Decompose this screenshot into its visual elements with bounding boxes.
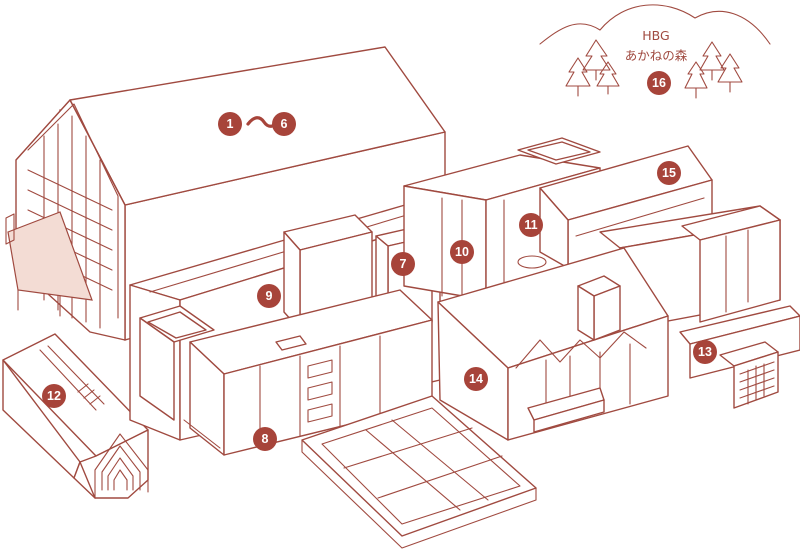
badge-14: 14 bbox=[464, 367, 488, 391]
tree-icon bbox=[684, 61, 708, 99]
svg-text:7: 7 bbox=[400, 257, 407, 271]
tree-icon bbox=[699, 41, 725, 81]
forest-label-line2: あかねの森 bbox=[625, 48, 688, 63]
svg-text:6: 6 bbox=[281, 117, 288, 131]
badge-16: 16 bbox=[647, 71, 671, 95]
badge-7: 7 bbox=[391, 252, 415, 276]
forest-label-line1: HBG bbox=[642, 28, 669, 43]
svg-text:12: 12 bbox=[47, 389, 61, 403]
badge-10: 10 bbox=[450, 240, 474, 264]
svg-text:9: 9 bbox=[266, 289, 273, 303]
svg-text:15: 15 bbox=[662, 166, 676, 180]
building-8 bbox=[139, 289, 433, 456]
badge-15: 15 bbox=[657, 161, 681, 185]
badge-12: 12 bbox=[42, 384, 66, 408]
svg-text:8: 8 bbox=[262, 432, 269, 446]
svg-text:10: 10 bbox=[455, 245, 469, 259]
badge-6: 6 bbox=[272, 112, 296, 136]
badge-11: 11 bbox=[519, 213, 543, 237]
courtyard bbox=[301, 395, 537, 549]
svg-text:11: 11 bbox=[524, 218, 537, 232]
badge-8: 8 bbox=[253, 427, 277, 451]
badge-1: 1 bbox=[218, 112, 242, 136]
building-14 bbox=[437, 247, 669, 441]
svg-text:13: 13 bbox=[698, 345, 712, 359]
building-12 bbox=[2, 333, 149, 499]
tree-icon bbox=[582, 39, 611, 81]
tree-icon bbox=[565, 57, 591, 97]
forest-area: HBG あかねの森 bbox=[539, 4, 771, 99]
svg-text:1: 1 bbox=[227, 117, 234, 131]
svg-text:16: 16 bbox=[652, 76, 666, 90]
svg-text:14: 14 bbox=[469, 372, 483, 386]
badge-13: 13 bbox=[693, 340, 717, 364]
tree-icon bbox=[596, 61, 620, 95]
tree-icon bbox=[717, 53, 743, 93]
badge-9: 9 bbox=[257, 284, 281, 308]
